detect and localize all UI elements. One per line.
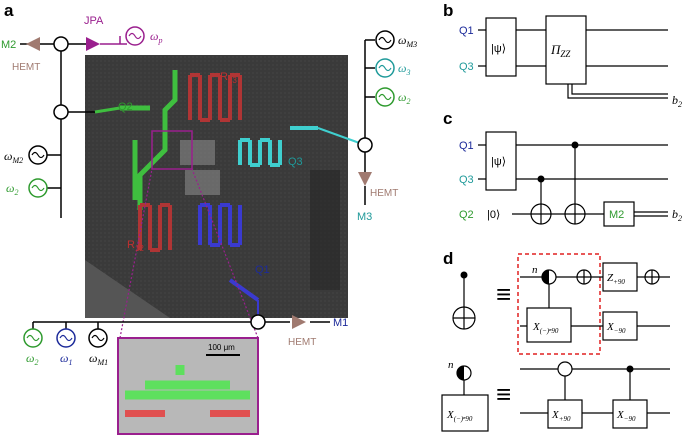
- q2-feed: [94, 106, 121, 114]
- hemt-right-label: HEMT: [370, 188, 398, 199]
- c-state-prep-gate: [485, 131, 517, 191]
- b-q3-label: Q3: [459, 61, 474, 73]
- hemt-amplifier-icon: [358, 172, 372, 186]
- d-x-m90-bottom-label: X−90: [616, 409, 636, 423]
- c-q1-label: Q1: [459, 140, 474, 152]
- control-dot-icon: [460, 271, 468, 279]
- b-state-prep-gate: [485, 17, 517, 77]
- d-x-m90-gate-top: [602, 311, 638, 341]
- panel-label-a: a: [4, 1, 14, 20]
- d-x-m90-gate-bottom: [612, 399, 648, 429]
- jpa-label: JPA: [84, 15, 104, 27]
- control-dot-icon: [537, 175, 545, 183]
- d-x-m90-top-label: X−90: [606, 321, 626, 335]
- d-z90-gate: [602, 262, 638, 292]
- b-psi-label: |ψ⟩: [491, 43, 506, 55]
- jpa-amplifier-icon: [86, 37, 100, 51]
- r12-label: R12: [127, 239, 144, 253]
- omega-3-label: ω3: [398, 61, 410, 77]
- circulator-icon: [53, 36, 69, 52]
- b-parity-gate: [545, 15, 587, 85]
- d-x-p90-gate: [547, 399, 583, 429]
- circulator-icon: [357, 137, 373, 153]
- m3-label: M3: [357, 211, 372, 223]
- c-m2-label: M2: [609, 209, 624, 221]
- control-dot-icon: [571, 141, 579, 149]
- d-n-top-label: n: [532, 264, 538, 276]
- d-n-bottom-label: n: [448, 359, 454, 371]
- m1-label: M1: [333, 317, 348, 329]
- c-psi-label: |ψ⟩: [491, 156, 506, 168]
- q3-label: Q3: [288, 156, 303, 168]
- zoom-inset: [117, 337, 259, 435]
- circulator-icon: [53, 104, 69, 120]
- c-zero-label: |0⟩: [487, 209, 500, 221]
- omega-2-bottom-label: ω2: [26, 351, 38, 367]
- omega-m3-label: ωM3: [398, 33, 417, 49]
- panel-label-d: d: [443, 249, 453, 268]
- hemt-amplifier-icon: [292, 315, 306, 329]
- hemt-bottom-label: HEMT: [288, 337, 316, 348]
- q3-feed: [317, 127, 366, 146]
- c-measure-box: [603, 201, 635, 227]
- omega-2-left-label: ω2: [6, 181, 18, 197]
- d-x-n90-gate-top: [526, 307, 572, 343]
- d-x-n90-top-label: X(−)ⁿ90: [532, 321, 559, 335]
- m2-label: M2: [1, 39, 16, 51]
- d-x-n90-bottom-label: X(−)ⁿ90: [446, 409, 473, 423]
- d-x-n90-gate-bottom: [441, 394, 489, 432]
- chip-photo: [85, 55, 348, 318]
- d-z90-label: Z+90: [607, 272, 625, 286]
- r23-label: R23: [220, 71, 237, 85]
- open-control-icon: [557, 361, 573, 377]
- hemt-amplifier-icon: [26, 37, 40, 51]
- panel-label-c: c: [443, 109, 452, 128]
- b-b2-label: b2: [672, 93, 682, 109]
- q2-label: Q2: [118, 101, 133, 113]
- omega-p-label: ωp: [150, 29, 162, 45]
- q1-label: Q1: [255, 264, 270, 276]
- zoom-box: [151, 130, 193, 170]
- b-pi-label: ΠZZ: [550, 42, 571, 59]
- panel-label-b: b: [443, 1, 453, 20]
- omega-1-label: ω1: [60, 351, 72, 367]
- d-x-p90-label: X+90: [551, 409, 571, 423]
- omega-m1-label: ωM1: [89, 351, 108, 367]
- omega-2-right-label: ω2: [398, 90, 410, 106]
- bottom-wiring: [32, 321, 330, 330]
- omega-m2-label: ωM2: [4, 149, 23, 165]
- b-q1-label: Q1: [459, 25, 474, 37]
- equiv-bottom: ≡: [496, 379, 511, 409]
- scale-bar-label: 100 μm: [208, 343, 235, 352]
- c-q3-label: Q3: [459, 174, 474, 186]
- hemt-left-label: HEMT: [12, 62, 40, 73]
- circulator-icon: [250, 314, 266, 330]
- c-b2-label: b2: [672, 207, 682, 223]
- control-dot-icon: [626, 365, 634, 373]
- equiv-top: ≡: [496, 279, 511, 309]
- right-wiring: [364, 39, 375, 175]
- c-q2-label: Q2: [459, 209, 474, 221]
